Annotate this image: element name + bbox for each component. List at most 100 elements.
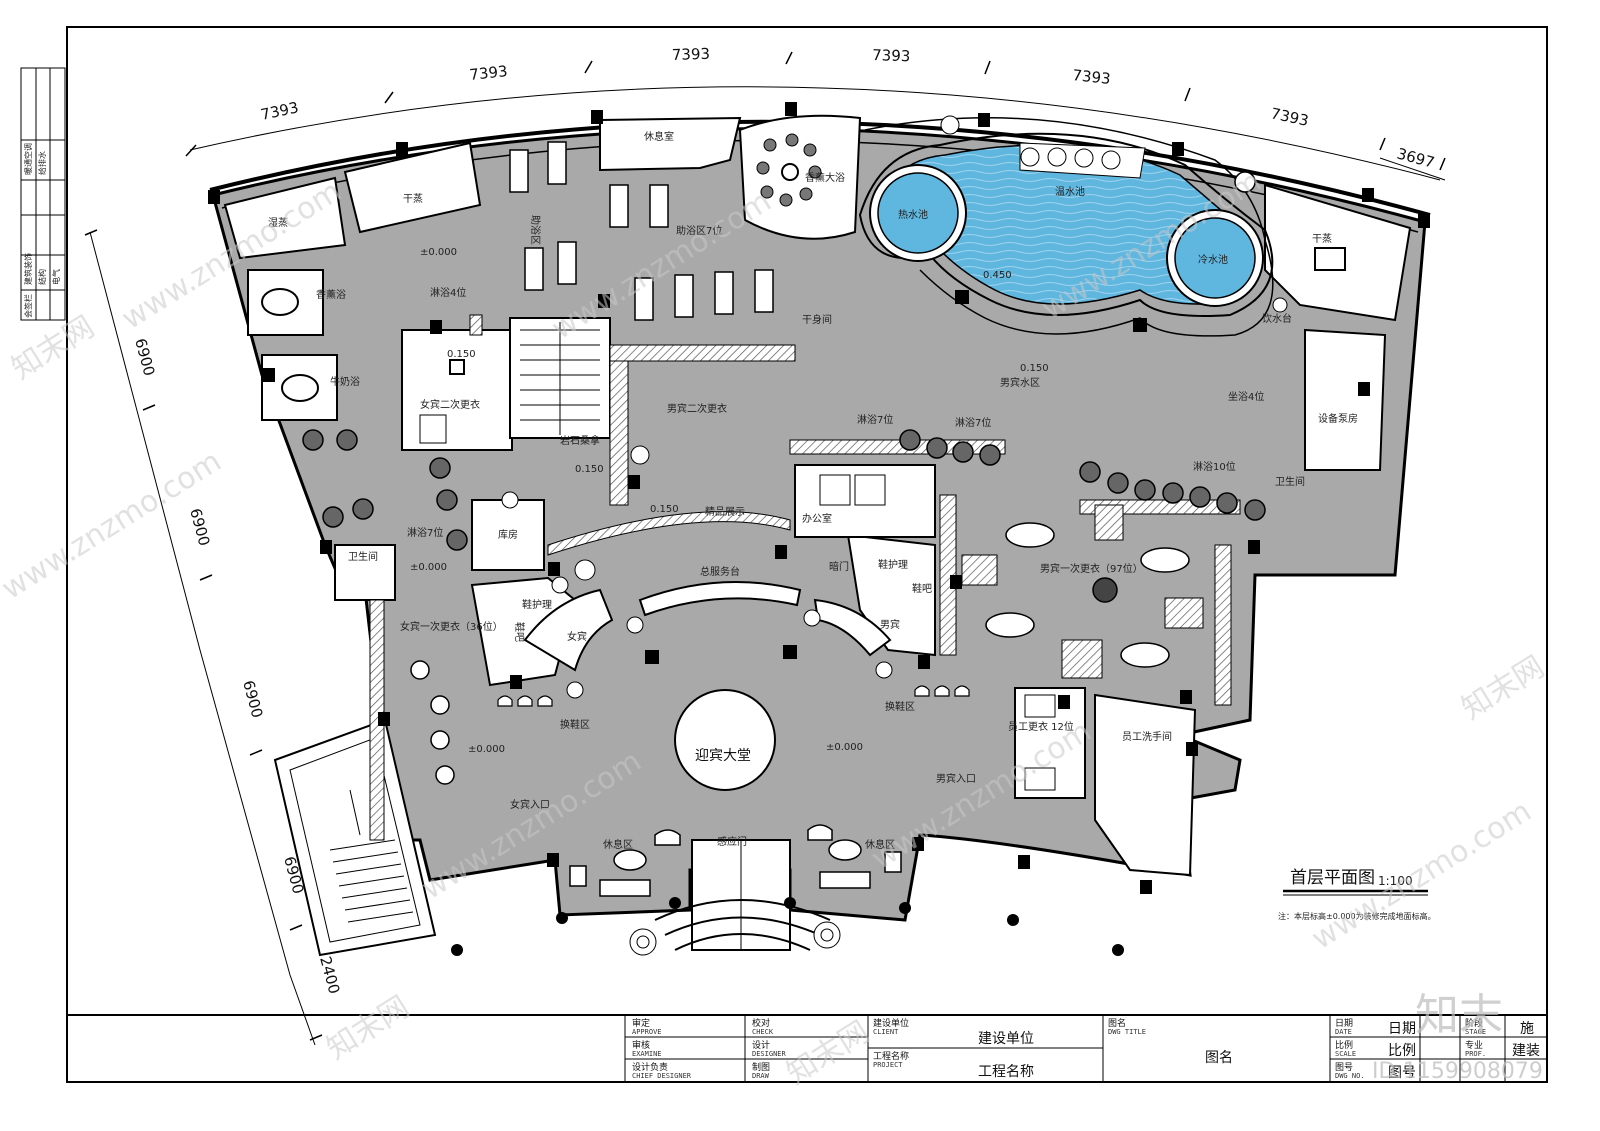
label-lobby: 迎宾大堂 xyxy=(695,748,751,764)
dimension-ticks xyxy=(84,51,1446,1041)
label-women-second: 女宾二次更衣 xyxy=(420,398,480,411)
label-massage-7: 助浴区7位 xyxy=(676,224,722,237)
label-auto-door: 感应门 xyxy=(717,835,747,848)
tb-scale-cn: 比例 xyxy=(1335,1039,1353,1051)
dim-top-7: 3697 xyxy=(1395,144,1437,171)
tb-designer-cn: 设计 xyxy=(752,1039,770,1051)
dim-top-1: 7393 xyxy=(259,98,300,124)
level-lobby: ±0.000 xyxy=(826,742,863,753)
label-restroom-left: 卫生间 xyxy=(348,550,378,563)
label-hot-pool: 热水池 xyxy=(898,208,928,221)
label-shoe-care-left: 鞋护理 xyxy=(522,598,552,611)
room-restroom-left xyxy=(334,544,396,601)
room-staff-wash xyxy=(1094,693,1197,877)
label-men-first: 男宾一次更衣（97位） xyxy=(1040,562,1143,575)
entrance-sofas xyxy=(569,824,902,897)
tb-dwgno-cn: 图号 xyxy=(1335,1062,1353,1073)
label-shoe-bar-right: 鞋吧 xyxy=(912,582,932,595)
label-boutique: 精品展示 xyxy=(705,505,745,518)
tb-prof-en: PROF. xyxy=(1465,1050,1486,1058)
label-dry-steam-left: 干蒸 xyxy=(403,193,423,205)
side-label-hvac: 暖通空调 xyxy=(23,143,33,175)
label-shower-7-left: 淋浴7位 xyxy=(407,526,443,539)
tb-stage-en: STAGE xyxy=(1465,1028,1486,1036)
label-storage: 库房 xyxy=(498,528,518,541)
title-block: 审定 APPROVE 审核 EXAMINE 设计负责 CHIEF DESIGNE… xyxy=(67,1014,1547,1082)
room-labels: 湿蒸 干蒸 助浴区 休息室 助浴区7位 香薰大浴 温水池 热水池 冷水池 干蒸 … xyxy=(268,130,1358,851)
level-men-second: 0.150 xyxy=(575,464,604,475)
hatched-walls xyxy=(369,314,1241,841)
label-warm-pool: 温水池 xyxy=(1055,185,1085,198)
top-dimension-labels: 7393 7393 7393 7393 7393 7393 3697 xyxy=(259,45,1436,172)
label-change-shoes-left: 换鞋区 xyxy=(560,718,590,731)
side-label-decor: 建筑装饰 xyxy=(23,253,33,285)
building-floor-plan xyxy=(208,102,1431,957)
room-equipment xyxy=(1304,328,1387,471)
label-change-shoes-right: 换鞋区 xyxy=(885,700,915,713)
tb-stage-cn: 阶段 xyxy=(1465,1017,1483,1029)
label-dry-steam-right: 干蒸 xyxy=(1312,233,1332,245)
tb-client-value: 建设单位 xyxy=(978,1031,1034,1047)
room-wet-steam xyxy=(223,176,347,260)
tb-date-en: DATE xyxy=(1335,1028,1352,1036)
label-women-sign: 女宾 xyxy=(567,630,587,643)
label-rest-room: 休息室 xyxy=(644,130,674,143)
label-men-water: 男宾水区 xyxy=(1000,376,1040,389)
label-equipment: 设备泵房 xyxy=(1318,412,1358,425)
tb-prof-value: 建装 xyxy=(1512,1043,1540,1059)
tb-approve-en: APPROVE xyxy=(632,1028,662,1036)
drawing-title: 首层平面图 xyxy=(1290,868,1375,888)
label-men-second: 男宾二次更衣 xyxy=(667,402,727,415)
men-counter xyxy=(813,598,892,657)
dim-left-5: 2400 xyxy=(316,954,343,996)
dim-left-3: 6900 xyxy=(239,678,266,720)
level-marks: ±0.000 0.150 0.150 0.150 0.150 0.450 ±0.… xyxy=(410,247,1049,755)
side-signoff-block: 暖通空调 给排水 建筑装饰 结构 电气 会签栏 xyxy=(20,67,66,321)
tb-chief-en: CHIEF DESIGNER xyxy=(632,1072,692,1080)
level-changing: 0.150 xyxy=(447,349,476,360)
label-aroma: 香薰大浴 xyxy=(805,171,845,184)
tb-project-en: PROJECT xyxy=(873,1061,903,1069)
shower-seats xyxy=(302,429,1266,603)
label-dark-door: 暗门 xyxy=(829,560,849,573)
label-restroom-right: 卫生间 xyxy=(1275,475,1305,488)
level-men-water: 0.150 xyxy=(1020,363,1049,374)
exterior-stair xyxy=(273,718,437,957)
exterior-columns xyxy=(451,897,1124,956)
label-cold-pool: 冷水池 xyxy=(1198,253,1228,266)
tb-project-value: 工程名称 xyxy=(978,1064,1034,1080)
label-shower-men-c: 淋浴10位 xyxy=(1193,460,1236,473)
tb-dwgno-en: DWG NO. xyxy=(1335,1072,1365,1080)
dim-top-2: 7393 xyxy=(469,62,509,84)
level-women-entry: ±0.000 xyxy=(468,744,505,755)
label-women-entrance: 女宾入口 xyxy=(510,798,550,811)
watermark-logo: 知末网 xyxy=(321,989,416,1066)
label-staff-wash: 员工洗手间 xyxy=(1122,730,1172,743)
tb-designer-en: DESIGNER xyxy=(752,1050,787,1058)
dim-top-6: 7393 xyxy=(1269,104,1310,130)
tb-date-cn: 日期 xyxy=(1335,1018,1353,1029)
label-milk: 牛奶浴 xyxy=(330,375,360,388)
tb-prof-cn: 专业 xyxy=(1465,1039,1483,1051)
side-label-countersign: 会签栏 xyxy=(23,294,33,318)
dim-left-2: 6900 xyxy=(186,506,213,548)
label-wet-steam: 湿蒸 xyxy=(268,217,288,229)
label-men-entrance: 男宾入口 xyxy=(936,772,976,785)
spa-beds xyxy=(509,141,774,321)
label-men-sign: 男宾 xyxy=(880,618,900,631)
label-rest-right: 休息区 xyxy=(865,838,895,851)
tb-stage-value: 施 xyxy=(1520,1021,1534,1037)
label-shower-men-b: 淋浴7位 xyxy=(955,416,991,429)
level-women-wash: ±0.000 xyxy=(410,562,447,573)
room-storage xyxy=(471,499,545,571)
dim-top-5: 7393 xyxy=(1072,66,1112,88)
side-label-structure: 结构 xyxy=(37,269,47,285)
label-staff-change: 员工更衣 12位 xyxy=(1008,720,1074,733)
room-dry-steam-left xyxy=(343,141,482,234)
label-office: 办公室 xyxy=(802,512,832,525)
room-women-second-change xyxy=(401,329,513,451)
men-lounge-ovals xyxy=(985,522,1190,668)
label-sit-shower: 坐浴4位 xyxy=(1228,390,1264,403)
label-fragrant: 香薰浴 xyxy=(316,288,346,301)
